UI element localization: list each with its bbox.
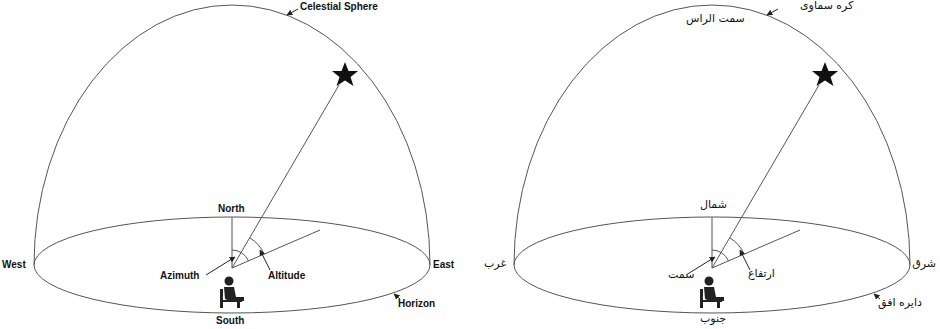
direction-label: South [216, 315, 244, 327]
projection-line [232, 230, 320, 268]
altitude-arc [250, 238, 264, 254]
direction-label: کره سماوی [800, 0, 853, 13]
direction-label: East [433, 259, 454, 271]
north-line [232, 217, 233, 268]
observer-figure [220, 277, 244, 309]
direction-label: جنوب [700, 313, 726, 326]
leader-line [206, 257, 235, 275]
direction-label: West [2, 259, 26, 271]
direction-label: Horizon [398, 298, 435, 310]
horizon-ellipse [34, 217, 430, 313]
direction-label: سمت [668, 269, 694, 282]
direction-label: Altitude [268, 270, 305, 282]
leader-line [260, 250, 270, 270]
leader-line [287, 9, 298, 15]
direction-label: غرب [484, 258, 506, 271]
direction-label: ارتفاع [748, 268, 775, 281]
star-line [232, 85, 339, 268]
direction-label: سمت الراس [686, 13, 745, 26]
direction-label: North [218, 203, 245, 215]
azimuth-arc [232, 250, 249, 261]
sphere-panel [34, 5, 430, 313]
direction-label: Celestial Sphere [300, 1, 378, 13]
direction-label: Azimuth [160, 270, 199, 282]
star-symbol [332, 62, 358, 86]
direction-label: دایره افق [878, 297, 922, 310]
direction-label: شمال [700, 199, 727, 212]
direction-label: شرق [912, 258, 936, 271]
